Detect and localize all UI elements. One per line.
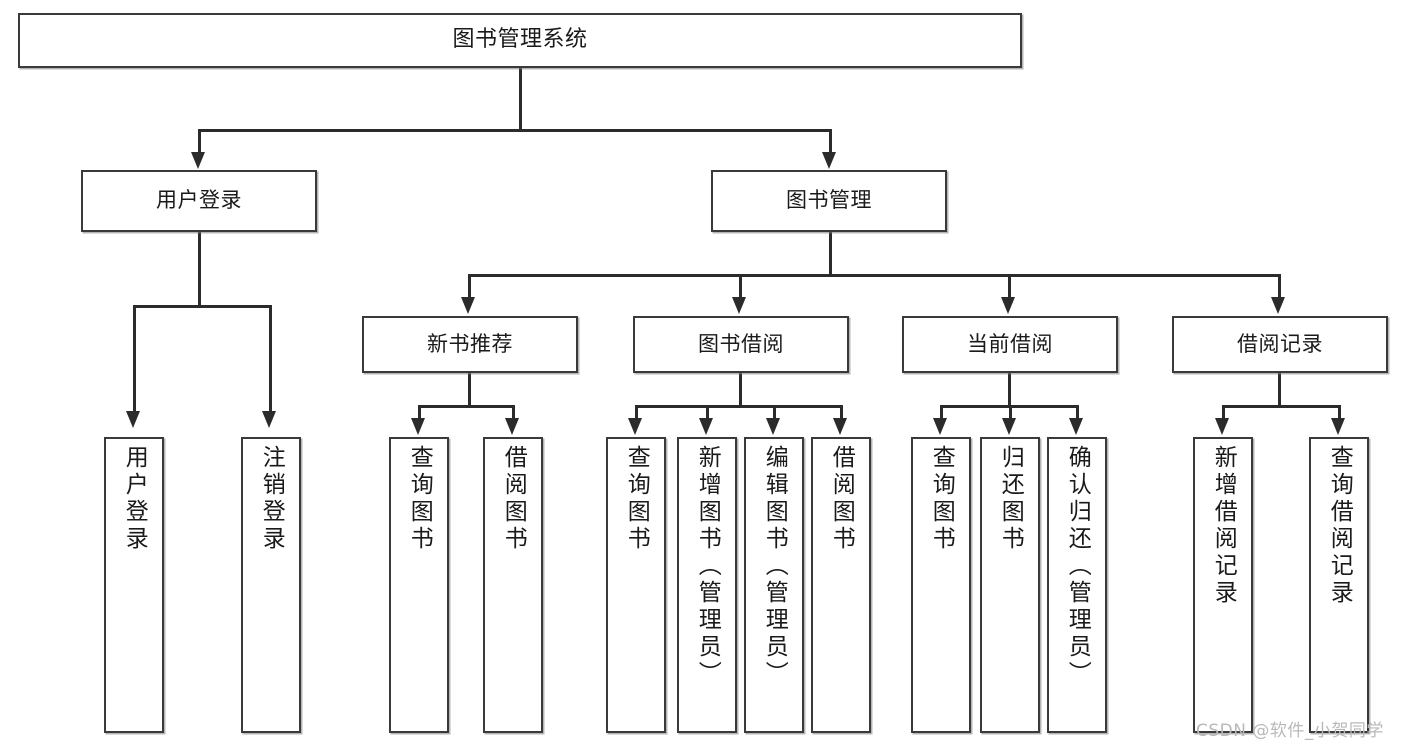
node-leaf-add-book-admin-label: 新增图书（管理员）	[694, 445, 721, 688]
node-borrow-record-label: 借阅记录	[1237, 331, 1323, 356]
node-book-borrow-label: 图书借阅	[698, 331, 784, 356]
node-user-login-label: 用户登录	[156, 188, 242, 213]
node-book-manage-label: 图书管理	[786, 188, 872, 213]
edge-book-borrow-trunk	[739, 373, 742, 407]
arrow-query-book-3	[933, 418, 947, 435]
edge-current-borrow-trunk	[1008, 373, 1011, 407]
edge-drop-current-borrow	[1008, 274, 1011, 300]
edge-drop-edit-book-admin	[773, 405, 776, 422]
node-leaf-query-book-3[interactable]: 查询图书	[911, 437, 971, 733]
edge-drop-borrow-record	[1278, 274, 1281, 300]
node-leaf-borrow-book-2-label: 借阅图书	[828, 445, 855, 553]
edge-drop-return-book	[1009, 405, 1012, 422]
node-new-book-rec-label: 新书推荐	[427, 331, 513, 356]
arrow-leaf-logout-login	[262, 411, 276, 428]
edge-user-login-bus	[133, 305, 272, 308]
edge-book-manage-trunk	[829, 232, 832, 276]
node-leaf-query-borrow-record[interactable]: 查询借阅记录	[1309, 437, 1369, 733]
arrow-current-borrow	[1001, 297, 1015, 314]
node-new-book-rec[interactable]: 新书推荐	[362, 316, 578, 373]
node-root[interactable]: 图书管理系统	[18, 13, 1022, 68]
node-leaf-query-book-2[interactable]: 查询图书	[606, 437, 666, 733]
edge-drop-confirm-return-admin	[1076, 405, 1079, 422]
arrow-borrow-book-1	[505, 418, 519, 435]
edge-drop-borrow-book-2	[840, 405, 843, 422]
node-leaf-borrow-book-1-label: 借阅图书	[500, 445, 527, 553]
node-leaf-edit-book-admin-label: 编辑图书（管理员）	[761, 445, 788, 688]
arrow-query-book-2	[628, 418, 642, 435]
edge-drop-leaf-user-login	[133, 305, 136, 415]
edge-drop-leaf-logout-login	[269, 305, 272, 415]
node-leaf-borrow-book-1[interactable]: 借阅图书	[483, 437, 543, 733]
arrow-borrow-record	[1271, 297, 1285, 314]
node-leaf-query-book-1-label: 查询图书	[406, 445, 433, 553]
arrow-query-book-1	[411, 418, 425, 435]
edge-book-borrow-bus	[635, 405, 843, 408]
edge-drop-query-book-1	[418, 405, 421, 422]
arrow-book-manage	[822, 152, 836, 169]
arrow-add-book-admin	[699, 418, 713, 435]
arrow-edit-book-admin	[766, 418, 780, 435]
node-leaf-add-borrow-record-label: 新增借阅记录	[1210, 445, 1237, 607]
node-leaf-add-borrow-record[interactable]: 新增借阅记录	[1193, 437, 1253, 733]
node-borrow-record[interactable]: 借阅记录	[1172, 316, 1388, 373]
node-leaf-logout-login[interactable]: 注销登录	[241, 437, 301, 733]
node-leaf-query-book-2-label: 查询图书	[623, 445, 650, 553]
edge-drop-add-book-admin	[706, 405, 709, 422]
node-leaf-edit-book-admin[interactable]: 编辑图书（管理员）	[744, 437, 804, 733]
node-leaf-user-login[interactable]: 用户登录	[104, 437, 164, 733]
arrow-new-book-rec	[461, 297, 475, 314]
edge-drop-book-borrow	[739, 274, 742, 300]
node-leaf-return-book-label: 归还图书	[997, 445, 1024, 553]
edge-new-book-rec-bus	[418, 405, 513, 408]
edge-level1-drop-user-login	[198, 129, 201, 156]
arrow-return-book	[1002, 418, 1016, 435]
node-current-borrow[interactable]: 当前借阅	[902, 316, 1118, 373]
edge-drop-add-borrow-record	[1222, 405, 1225, 422]
edge-drop-query-book-3	[940, 405, 943, 422]
arrow-book-borrow	[732, 297, 746, 314]
edge-level2-bus	[468, 274, 1280, 277]
arrow-query-borrow-record	[1331, 418, 1345, 435]
arrow-add-borrow-record	[1215, 418, 1229, 435]
node-current-borrow-label: 当前借阅	[967, 331, 1053, 356]
arrow-confirm-return-admin	[1069, 418, 1083, 435]
node-user-login[interactable]: 用户登录	[81, 170, 317, 232]
node-book-manage[interactable]: 图书管理	[711, 170, 947, 232]
node-leaf-query-borrow-record-label: 查询借阅记录	[1326, 445, 1353, 607]
node-leaf-query-book-3-label: 查询图书	[928, 445, 955, 553]
node-book-borrow[interactable]: 图书借阅	[633, 316, 849, 373]
node-root-label: 图书管理系统	[452, 27, 588, 53]
edge-drop-query-book-2	[635, 405, 638, 422]
arrow-user-login	[191, 152, 205, 169]
node-leaf-confirm-return-admin-label: 确认归还（管理员）	[1064, 445, 1091, 688]
edge-user-login-trunk	[198, 232, 201, 306]
edge-root-trunk	[519, 68, 522, 130]
arrow-leaf-user-login	[126, 411, 140, 428]
edge-borrow-record-trunk	[1278, 373, 1281, 407]
node-leaf-user-login-label: 用户登录	[121, 445, 148, 553]
edge-drop-borrow-book-1	[512, 405, 515, 422]
node-leaf-confirm-return-admin[interactable]: 确认归还（管理员）	[1047, 437, 1107, 733]
node-leaf-add-book-admin[interactable]: 新增图书（管理员）	[677, 437, 737, 733]
edge-level1-bus	[198, 129, 831, 132]
node-leaf-borrow-book-2[interactable]: 借阅图书	[811, 437, 871, 733]
node-leaf-logout-login-label: 注销登录	[258, 445, 285, 553]
edge-borrow-record-bus	[1222, 405, 1339, 408]
edge-new-book-rec-trunk	[468, 373, 471, 407]
edge-drop-query-borrow-record	[1338, 405, 1341, 422]
edge-level1-drop-book-manage	[829, 129, 832, 156]
edge-drop-new-book-rec	[468, 274, 471, 300]
node-leaf-query-book-1[interactable]: 查询图书	[389, 437, 449, 733]
node-leaf-return-book[interactable]: 归还图书	[980, 437, 1040, 733]
arrow-borrow-book-2	[833, 418, 847, 435]
